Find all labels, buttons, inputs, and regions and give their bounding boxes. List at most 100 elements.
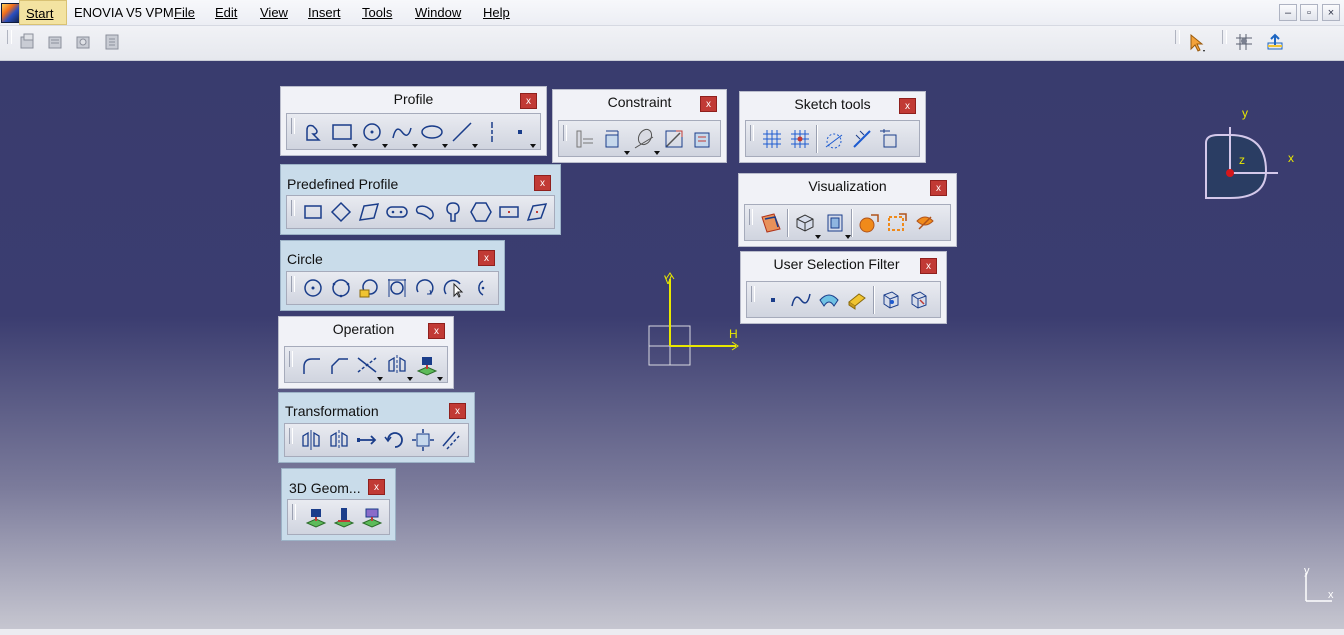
arc-icon[interactable]: [469, 276, 493, 300]
circle-icon[interactable]: [360, 120, 388, 148]
product-icon[interactable]: [18, 32, 38, 52]
existing-component-icon[interactable]: [102, 32, 122, 52]
cut-part-by-sketch-plane-icon[interactable]: [759, 211, 783, 235]
menu-enovia[interactable]: ENOVIA V5 VPM: [74, 5, 174, 20]
geometric-constraints-icon[interactable]: [850, 127, 874, 151]
toolbar-grip[interactable]: [749, 209, 753, 225]
sketcher-viewport[interactable]: V H y x z y x Profile x Constraint: [0, 61, 1344, 629]
visu-3d-pick-icon[interactable]: [857, 211, 881, 235]
constraints-in-dialog-icon[interactable]: [573, 127, 597, 151]
toolbar-grip[interactable]: [1222, 30, 1227, 44]
volume-filter-icon[interactable]: [845, 288, 869, 312]
circle-close-button[interactable]: x: [478, 250, 495, 266]
profile-close-button[interactable]: x: [520, 93, 537, 109]
constraint-icon[interactable]: [602, 127, 630, 155]
menu-start[interactable]: Start: [19, 0, 67, 25]
restore-button[interactable]: ▫: [1300, 4, 1318, 21]
mirror-icon[interactable]: [385, 353, 413, 381]
constraint-close-button[interactable]: x: [700, 96, 717, 112]
profile-icon[interactable]: [301, 120, 325, 144]
toolbar-grip[interactable]: [751, 286, 755, 302]
point-filter-icon[interactable]: [761, 288, 785, 312]
line-icon[interactable]: [450, 120, 478, 148]
edit-multi-constraint-icon[interactable]: [662, 127, 686, 151]
toolbar-grip[interactable]: [291, 118, 295, 134]
offset-icon[interactable]: [439, 428, 463, 452]
operation-close-button[interactable]: x: [428, 323, 445, 339]
constraint-toolbar[interactable]: Constraint x: [552, 89, 727, 163]
catia-app-icon[interactable]: [1, 3, 20, 23]
compass-widget[interactable]: [1200, 123, 1280, 203]
oriented-rectangle-icon[interactable]: [329, 200, 353, 224]
feature-element-filter-icon[interactable]: [879, 288, 903, 312]
toolbar-grip[interactable]: [1175, 30, 1180, 44]
geometrical-element-filter-icon[interactable]: [907, 288, 931, 312]
circle-toolbar[interactable]: Circle x: [280, 240, 505, 311]
diagnostics-icon[interactable]: [793, 211, 821, 239]
toolbar-grip[interactable]: [289, 351, 293, 367]
minimize-button[interactable]: –: [1279, 4, 1297, 21]
scale-icon[interactable]: [411, 428, 435, 452]
toolbar-grip[interactable]: [291, 200, 295, 216]
predefined-profile-toolbar[interactable]: Predefined Profile x: [280, 164, 561, 235]
toolbar-grip[interactable]: [750, 125, 754, 141]
visu-3d-no-3d-icon[interactable]: [913, 211, 937, 235]
sketch-solving-status-icon[interactable]: [823, 211, 851, 239]
3d-geometry-toolbar[interactable]: 3D Geom... x: [281, 468, 396, 541]
chamfer-icon[interactable]: [327, 353, 351, 377]
select-arrow-icon[interactable]: [1187, 33, 1207, 53]
centered-rectangle-icon[interactable]: [497, 200, 521, 224]
auto-constraint-icon[interactable]: [690, 127, 714, 151]
menu-window[interactable]: Window: [415, 5, 462, 20]
axis-icon[interactable]: [480, 120, 504, 144]
visualization-toolbar[interactable]: Visualization x: [738, 173, 957, 247]
ellipse-icon[interactable]: [420, 120, 448, 148]
trim-icon[interactable]: [355, 353, 383, 381]
centered-parallelogram-icon[interactable]: [525, 200, 549, 224]
hexagon-icon[interactable]: [469, 200, 493, 224]
three-point-circle-icon[interactable]: [329, 276, 353, 300]
grid-snap-icon[interactable]: [1234, 32, 1254, 52]
toolbar-grip[interactable]: [7, 30, 12, 44]
rectangle-icon[interactable]: [301, 200, 325, 224]
intersect-3d-elements-icon[interactable]: [332, 505, 356, 529]
three-point-arc-limits-icon[interactable]: [441, 276, 465, 300]
transformation-toolbar[interactable]: Transformation x: [278, 392, 475, 463]
construction-element-icon[interactable]: [822, 127, 846, 151]
rotate-icon[interactable]: [383, 428, 407, 452]
rectangle-icon[interactable]: [330, 120, 358, 148]
operation-toolbar[interactable]: Operation x: [278, 316, 454, 389]
visualization-close-button[interactable]: x: [930, 180, 947, 196]
sketch-tools-toolbar[interactable]: Sketch tools x: [739, 91, 926, 163]
sketch-tools-close-button[interactable]: x: [899, 98, 916, 114]
contact-constraint-icon[interactable]: [632, 127, 660, 155]
user-selection-filter-close-button[interactable]: x: [920, 258, 937, 274]
menu-insert[interactable]: Insert: [308, 5, 341, 20]
menu-tools[interactable]: Tools: [362, 5, 393, 20]
visu-3d-low-light-icon[interactable]: [885, 211, 909, 235]
menu-view[interactable]: View: [260, 5, 288, 20]
project-3d-silhouette-icon[interactable]: [360, 505, 384, 529]
part-icon[interactable]: [46, 32, 66, 52]
profile-toolbar[interactable]: Profile x: [280, 86, 547, 156]
elongated-hole-icon[interactable]: [385, 200, 409, 224]
toolbar-grip[interactable]: [292, 504, 296, 520]
dimensional-constraints-icon[interactable]: [878, 127, 902, 151]
point-icon[interactable]: [508, 120, 536, 148]
spline-icon[interactable]: [390, 120, 418, 148]
parallelogram-icon[interactable]: [357, 200, 381, 224]
user-selection-filter-toolbar[interactable]: User Selection Filter x: [740, 251, 947, 324]
circle-using-coordinates-icon[interactable]: [357, 276, 381, 300]
project-3d-elements-icon[interactable]: [415, 353, 443, 381]
toolbar-grip[interactable]: [289, 428, 293, 444]
keyhole-profile-icon[interactable]: [441, 200, 465, 224]
snap-to-point-icon[interactable]: [788, 127, 812, 151]
symmetry-icon[interactable]: [327, 428, 351, 452]
surface-filter-icon[interactable]: [817, 288, 841, 312]
grid-icon[interactable]: [760, 127, 784, 151]
close-window-button[interactable]: ×: [1322, 4, 1340, 21]
exit-workbench-icon[interactable]: [1265, 32, 1285, 52]
menu-help[interactable]: Help: [483, 5, 510, 20]
predefined-profile-close-button[interactable]: x: [534, 175, 551, 191]
translate-icon[interactable]: [355, 428, 379, 452]
